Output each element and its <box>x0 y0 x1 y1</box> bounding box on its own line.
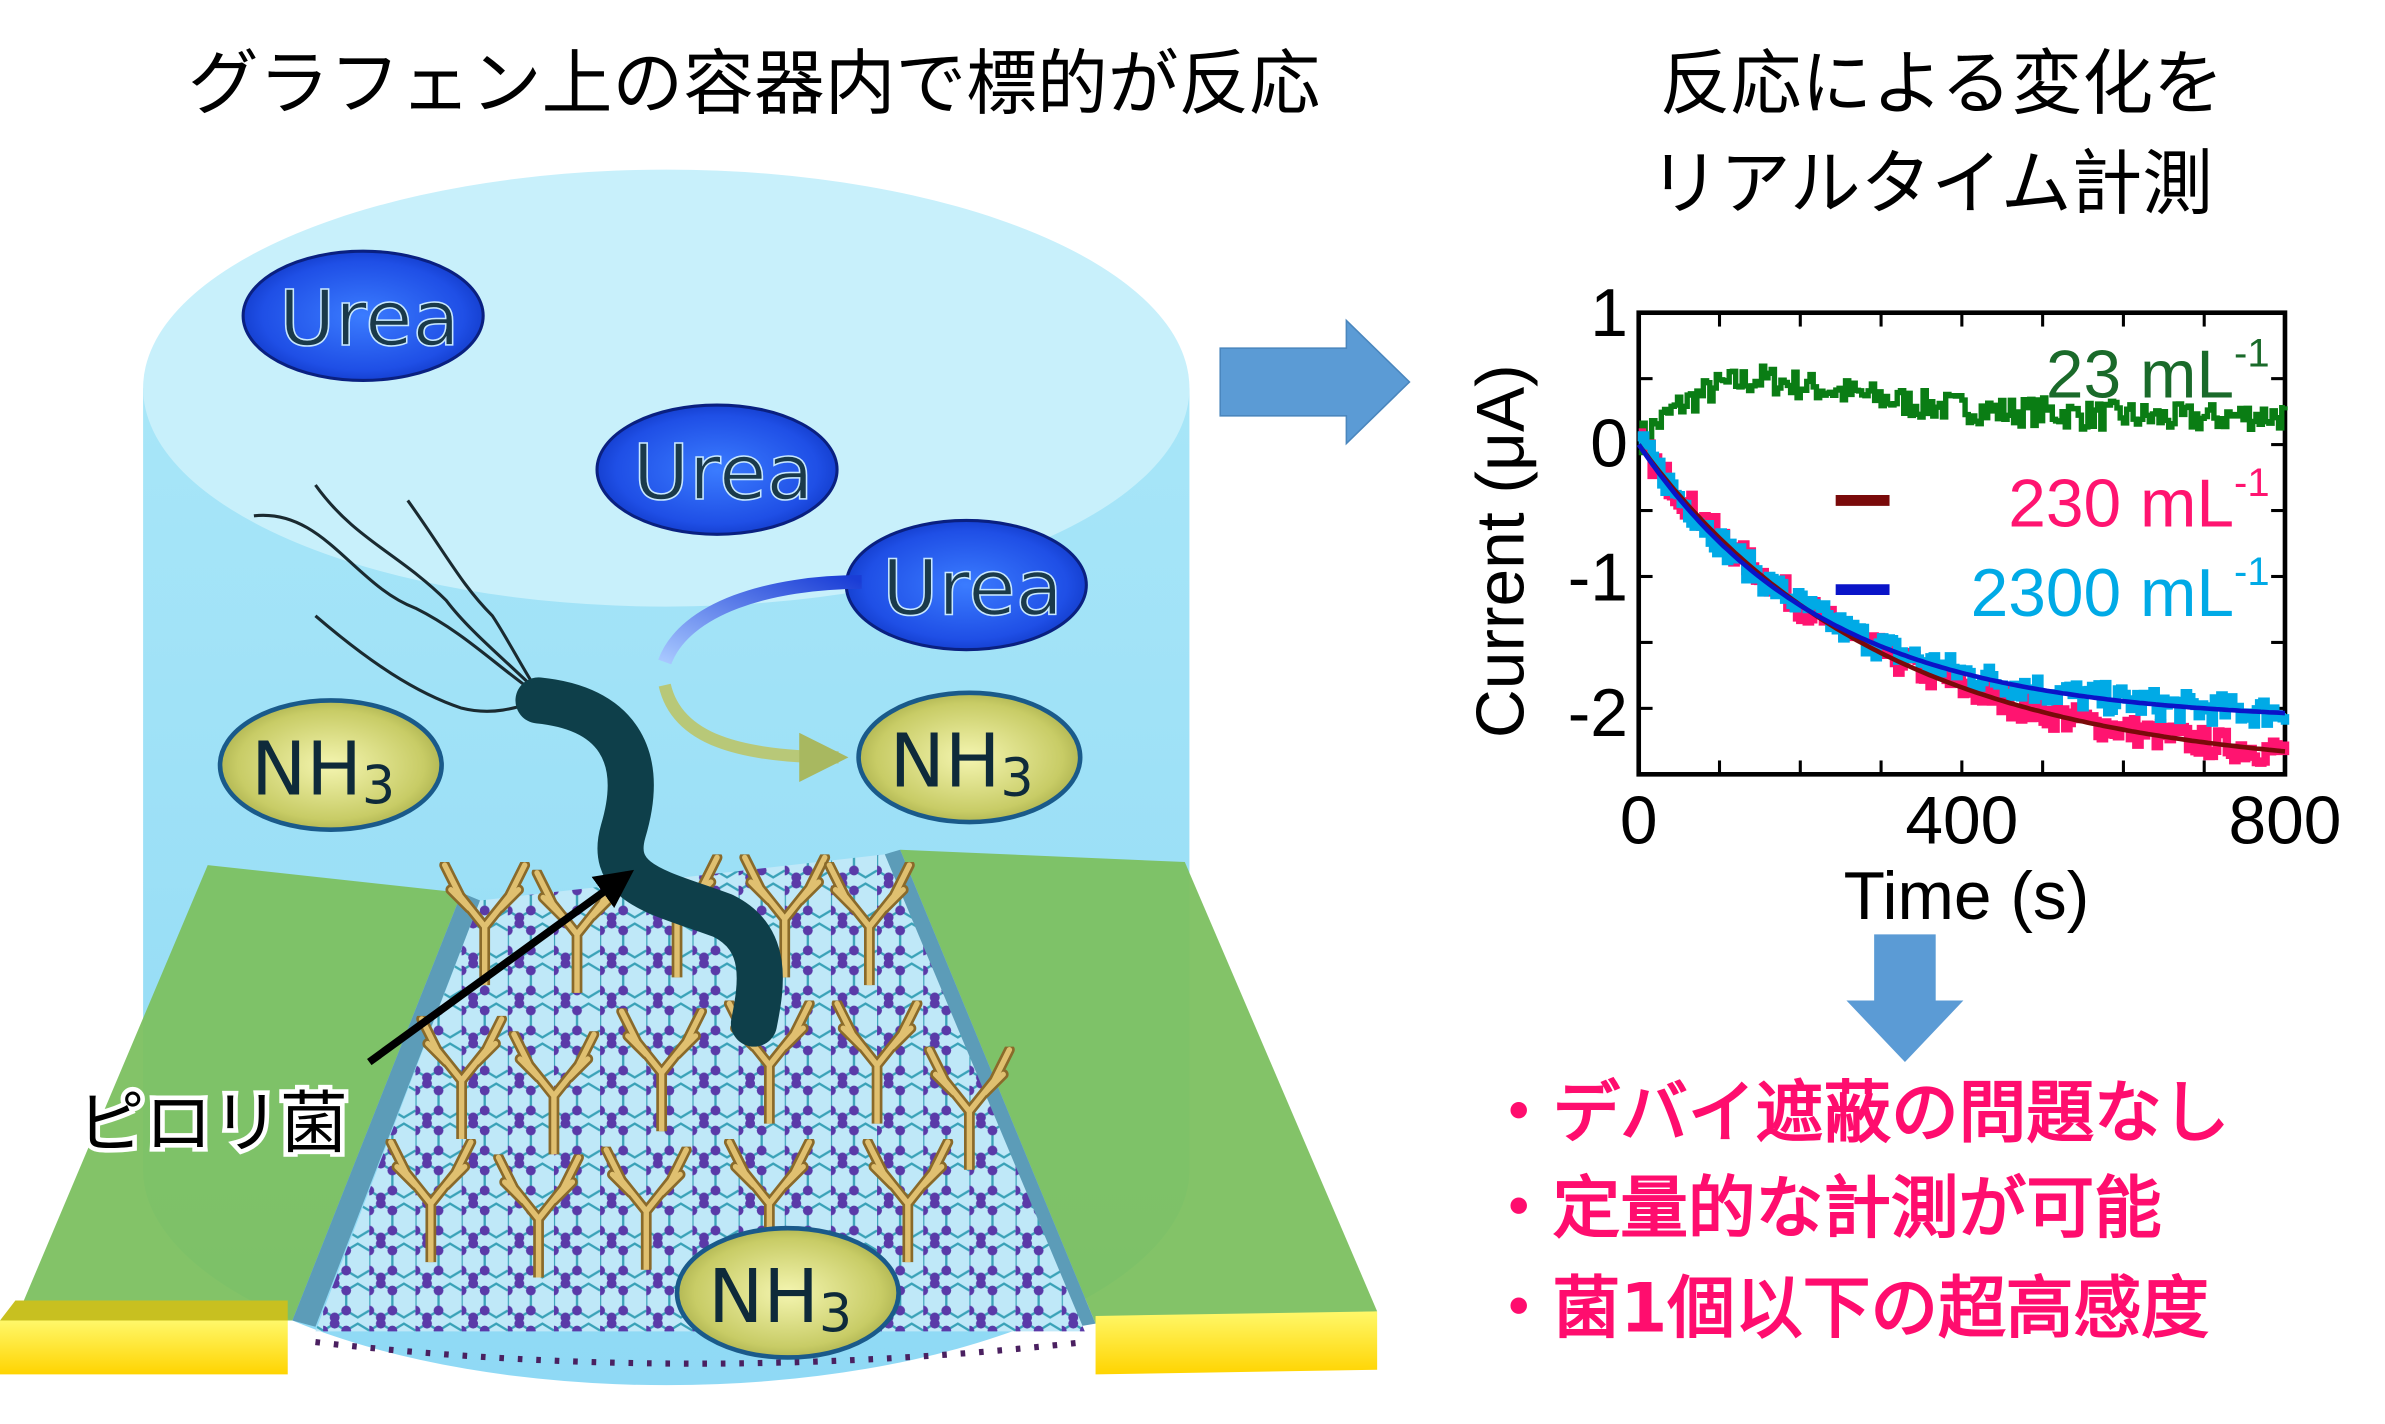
right-title-line-2: リアルタイム計測 <box>1649 142 2213 225</box>
graphene-channel <box>315 854 1085 1332</box>
bullet-item: ・定量的な計測が可能 <box>1485 1168 2162 1247</box>
left-title: グラフェン上の容器内で標的が反応 <box>188 42 1320 125</box>
right-title-line-1: 反応による変化を <box>1660 42 2224 125</box>
bullet-item: ・菌1個以下の超高感度 <box>1485 1268 2209 1347</box>
svg-text:Urea: Urea <box>633 429 814 518</box>
fit-2300-ml-fit <box>1636 443 2286 716</box>
bacterium-pointer-arrow <box>367 869 635 1066</box>
svg-text:Urea: Urea <box>279 275 460 364</box>
legend-230: 230 mL-1 <box>2008 461 2269 542</box>
svg-text:NH3: NH3 <box>890 719 1034 809</box>
x-axis-label: Time (s) <box>1844 859 2090 934</box>
svg-text:NH3: NH3 <box>708 1254 852 1344</box>
x-tick-label: 800 <box>2229 784 2342 859</box>
current-time-chart: 1 0 -1 -2 0 400 800 Time (s) Current (μA… <box>1463 276 2341 934</box>
trace-23-ml <box>1638 363 2288 456</box>
urea-molecule: Urea <box>595 403 839 536</box>
y-tick-label: 0 <box>1590 407 1628 482</box>
nh3-molecule: NH3 <box>217 698 444 833</box>
fit-230-ml-fit <box>1636 443 2286 754</box>
x-tick-label: 400 <box>1905 784 2018 859</box>
bullet-item: ・デバイ遮蔽の問題なし <box>1485 1073 2230 1152</box>
right-arrow-icon <box>1219 318 1411 446</box>
down-arrow-icon <box>1846 934 1964 1063</box>
y-axis-label: Current (μA) <box>1463 364 1538 738</box>
urea-consumption-arrow <box>658 575 862 665</box>
nh3-molecule: NH3 <box>856 690 1083 825</box>
urea-molecule: Urea <box>241 249 485 382</box>
legend-2300: 2300 mL-1 <box>1971 550 2270 631</box>
nh3-production-arrow <box>658 683 849 783</box>
y-tick-label: -2 <box>1568 676 1628 751</box>
left-electrode <box>0 865 481 1375</box>
nh3-molecule: NH3 <box>674 1225 901 1360</box>
y-tick-label: 1 <box>1590 276 1628 351</box>
svg-text:NH3: NH3 <box>251 726 395 816</box>
urea-molecule: Urea <box>844 518 1088 652</box>
legend-23: 23 mL-1 <box>2046 332 2270 413</box>
bacterium-label: ピロリ菌 <box>77 1084 348 1163</box>
y-tick-label: -1 <box>1568 540 1628 615</box>
svg-text:Urea: Urea <box>882 544 1063 633</box>
x-tick-label: 0 <box>1620 784 1658 859</box>
